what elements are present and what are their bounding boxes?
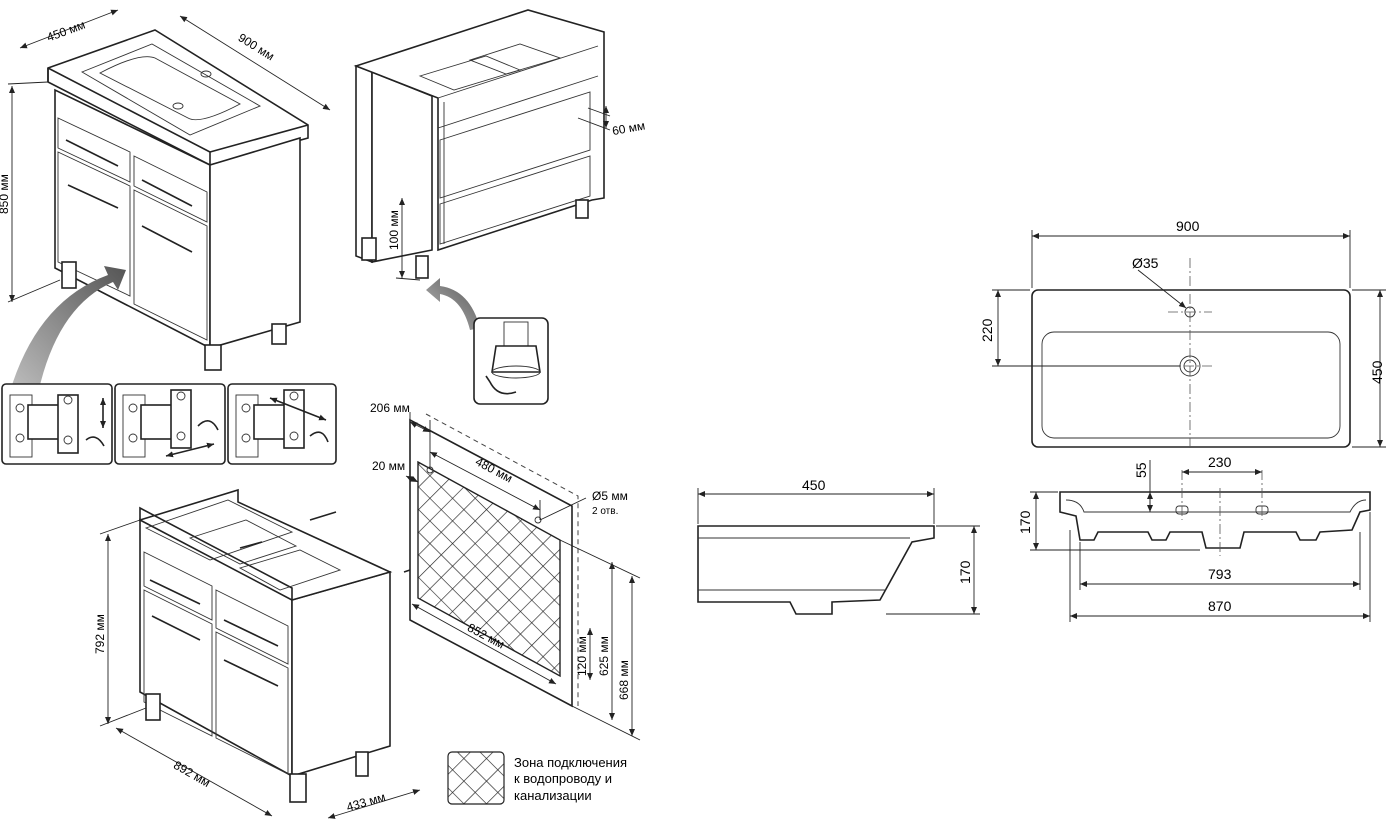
cabinet-back-view: 60 мм 100 мм	[353, 9, 646, 405]
panel-edge-label: 20 мм	[372, 459, 405, 473]
hinge-panel-vertical	[1, 383, 113, 465]
basin-front-view: 230 55 170 793 870	[1017, 454, 1371, 622]
panel-zone-bottom-label: 120 мм	[575, 636, 589, 676]
basin-side-view: 450 170	[697, 477, 980, 615]
front-offset-label: 55	[1133, 462, 1149, 478]
open-width-label: 892 мм	[171, 758, 213, 790]
panel-zone-top-label: 625 мм	[597, 636, 611, 676]
front-outer-width-label: 870	[1208, 598, 1232, 614]
cabinet-open-view: 792 мм 892 мм 433 мм	[93, 488, 429, 819]
back-leg-label: 100 мм	[387, 210, 401, 250]
front-spacing-label: 230	[1208, 454, 1232, 470]
cabinet-with-basin-view: 450 мм 900 мм 850 мм	[0, 9, 331, 385]
panel-hole-count-label: 2 отв.	[592, 506, 618, 517]
basin-offset-label: 220	[979, 318, 995, 342]
panel-hole-offset-label: 206 мм	[370, 401, 410, 415]
cabinet-top-width-label: 900 мм	[236, 30, 277, 63]
hinge-panel-depth	[227, 383, 337, 465]
back-offset-label: 60 мм	[611, 118, 646, 138]
hinge-adjustment-panels	[1, 383, 337, 465]
cabinet-top-height-label: 850 мм	[0, 174, 11, 214]
panel-hole-label: Ø5 мм	[592, 489, 628, 503]
basin-depth-label: 450	[1369, 360, 1385, 384]
open-depth-label: 433 мм	[345, 790, 387, 814]
legend-line-3: канализации	[514, 788, 592, 803]
side-height-label: 170	[957, 560, 973, 584]
legend-swatch	[447, 751, 505, 805]
basin-hole-label: Ø35	[1132, 255, 1159, 271]
front-inner-width-label: 793	[1208, 566, 1232, 582]
back-panel-view: 206 мм 20 мм 480 мм Ø5 мм 2 отв. 852 мм …	[370, 401, 641, 741]
panel-total-height-label: 668 мм	[617, 660, 631, 700]
basin-width-label: 900	[1176, 218, 1200, 234]
legend-line-1: Зона подключения	[514, 755, 627, 770]
side-depth-label: 450	[802, 477, 826, 493]
front-height-label: 170	[1017, 510, 1033, 534]
cabinet-top-depth-label: 450 мм	[45, 18, 87, 45]
legend: Зона подключения к водопроводу и канализ…	[447, 751, 627, 805]
legend-line-2: к водопроводу и	[514, 771, 612, 786]
basin-top-view: 900 Ø35 220 450	[979, 218, 1386, 450]
hinge-panel-horizontal	[114, 383, 226, 465]
open-height-label: 792 мм	[93, 614, 107, 654]
